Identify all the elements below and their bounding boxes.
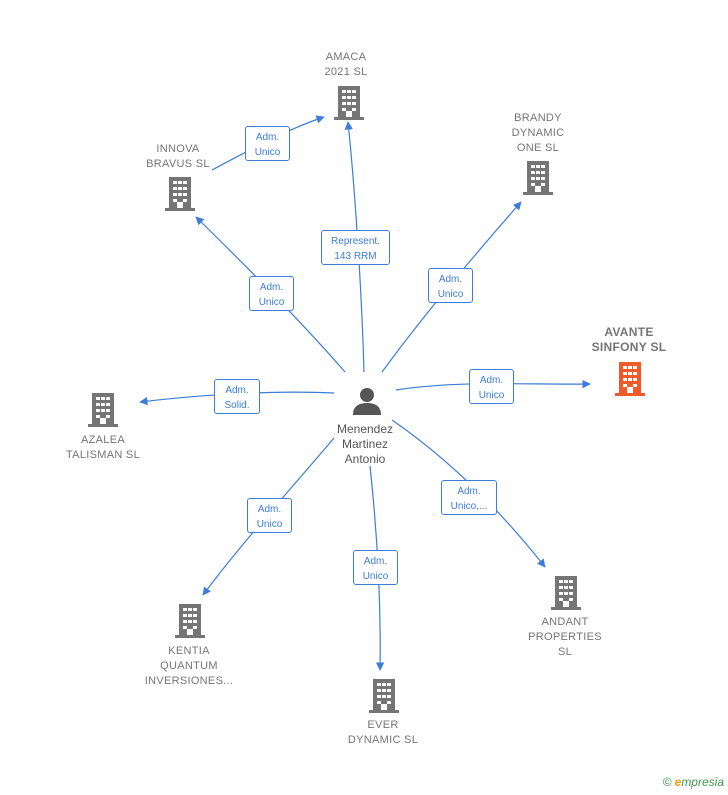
company-label-brandy[interactable]: BRANDY DYNAMIC ONE SL [511, 112, 565, 154]
building-icon-amaca[interactable] [334, 86, 364, 120]
edge-label-brandy: Adm. Unico [428, 268, 473, 303]
company-label-kentia[interactable]: KENTIA QUANTUM INVERSIONES... [144, 645, 234, 687]
building-icon-kentia[interactable] [175, 604, 205, 638]
person-icon[interactable] [352, 386, 382, 416]
building-icon-ever[interactable] [369, 679, 399, 713]
company-label-andant[interactable]: ANDANT PROPERTIES SL [528, 616, 602, 658]
copyright-symbol: © [662, 775, 672, 789]
edge-label-ever: Adm. Unico [353, 550, 398, 585]
company-label-ever[interactable]: EVER DYNAMIC SL [347, 719, 419, 746]
building-icon-avante[interactable] [615, 362, 645, 396]
edge-label-innova: Adm. Unico [249, 276, 294, 311]
building-icon-brandy[interactable] [523, 161, 553, 195]
brand-logo-initial: e [674, 775, 682, 789]
edge-label-innova-amaca: Adm. Unico [245, 126, 290, 161]
person-label[interactable]: Menendez Martinez Antonio [336, 422, 394, 466]
building-icon-innova[interactable] [165, 177, 195, 211]
edge-label-azalea: Adm. Solid. [214, 379, 260, 414]
building-icon-andant[interactable] [551, 576, 581, 610]
company-label-innova[interactable]: INNOVA BRAVUS SL [146, 143, 210, 170]
company-label-avante[interactable]: AVANTE SINFONY SL [591, 325, 667, 354]
edge-label-avante: Adm. Unico [469, 369, 514, 404]
company-label-amaca[interactable]: AMACA 2021 SL [324, 51, 368, 78]
edge-label-amaca: Represent. 143 RRM [321, 230, 390, 265]
company-label-azalea[interactable]: AZALEA TALISMAN SL [65, 434, 140, 461]
brand-logo-text: mpresia [681, 775, 724, 789]
edge-label-andant: Adm. Unico,... [441, 480, 497, 515]
building-icon-azalea[interactable] [88, 393, 118, 427]
edge-label-kentia: Adm. Unico [247, 498, 292, 533]
footer-brand[interactable]: ©empresia [663, 775, 724, 789]
